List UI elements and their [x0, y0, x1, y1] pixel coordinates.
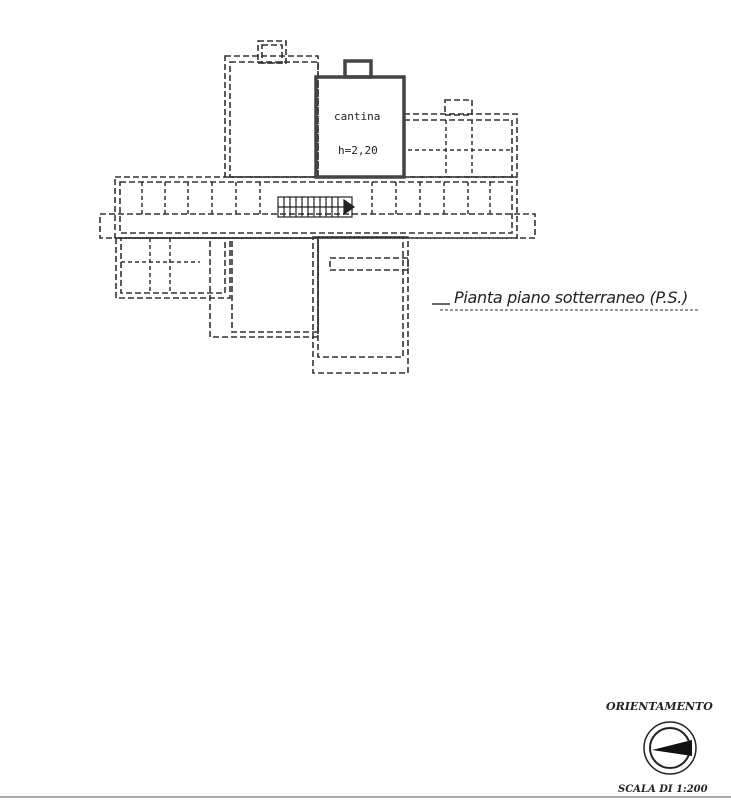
plan-title: Pianta piano sotterraneo (P.S.) [454, 288, 688, 307]
compass-icon [643, 721, 697, 775]
room-label: cantina [334, 110, 381, 123]
partition-walls [121, 120, 512, 292]
cantina-room [314, 59, 406, 179]
scale-label: SCALA DI 1:200 [618, 784, 708, 795]
staircase [277, 196, 356, 218]
title-underline [432, 303, 700, 311]
orientation-label: ORIENTAMENTO [606, 700, 713, 713]
room-height-label: h=2,20 [338, 144, 378, 157]
